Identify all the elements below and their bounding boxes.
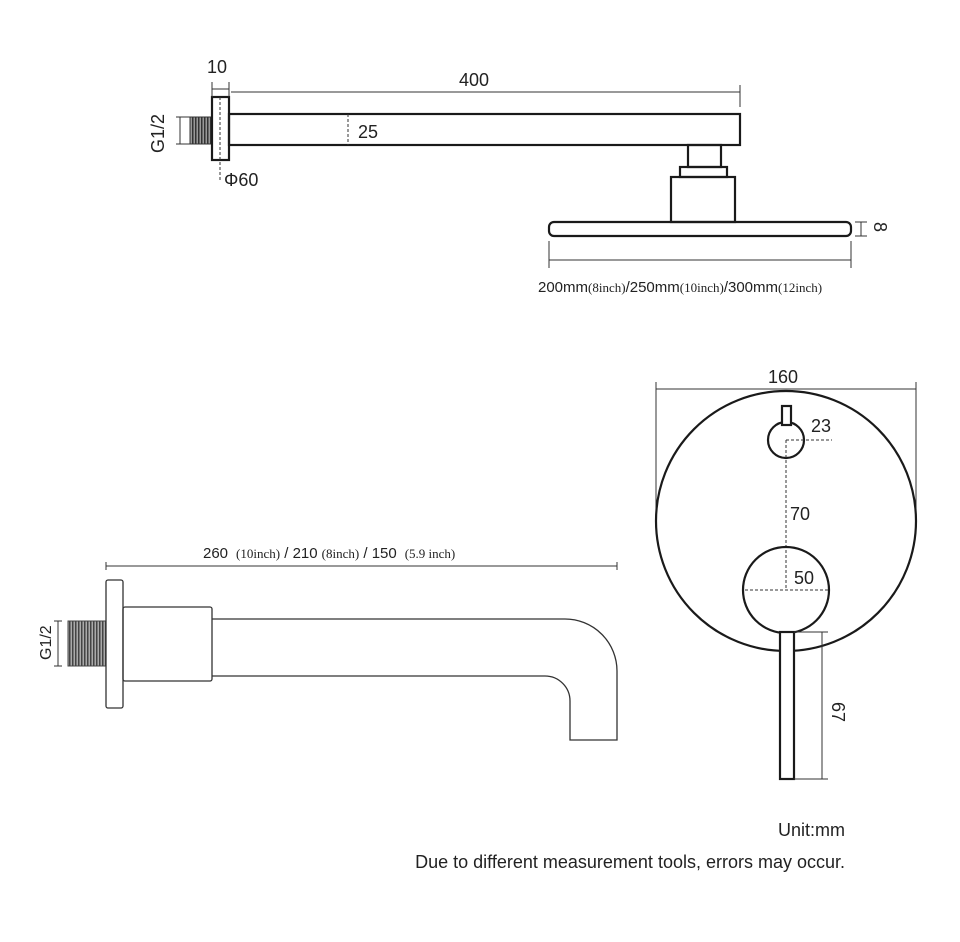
- arm-length-label: 400: [459, 70, 489, 90]
- flange-diameter-label: Φ60: [224, 170, 258, 190]
- disclaimer-note: Due to different measurement tools, erro…: [415, 852, 845, 872]
- mixer-drawing: 160 23 70 50 67: [654, 367, 918, 781]
- head-sizes-label: 200mm(8inch)/250mm(10inch)/300mm(12inch): [538, 279, 822, 296]
- shower-arm-drawing: 10 400 25 G1/2 Φ60 8 200mm(8inch)/250mm(…: [148, 57, 890, 296]
- handle-diameter-label: 50: [794, 568, 814, 588]
- unit-note: Unit:mm: [778, 820, 845, 840]
- plate-diameter-label: 160: [768, 367, 798, 387]
- head-thickness-label: 8: [870, 222, 890, 232]
- spout-thread-label: G1/2: [38, 625, 55, 660]
- arm-thread-label: G1/2: [148, 114, 168, 153]
- center-distance-label: 70: [790, 504, 810, 524]
- spout-lengths-label: 260(10inch) / 210(8inch) / 150(5.9 inch): [203, 545, 455, 562]
- arm-height-label: 25: [358, 122, 378, 142]
- spout-drawing: 260(10inch) / 210(8inch) / 150(5.9 inch)…: [38, 545, 618, 741]
- lever-length-label: 67: [828, 702, 848, 722]
- flange-thickness-label: 10: [207, 57, 227, 77]
- diverter-diameter-label: 23: [811, 416, 831, 436]
